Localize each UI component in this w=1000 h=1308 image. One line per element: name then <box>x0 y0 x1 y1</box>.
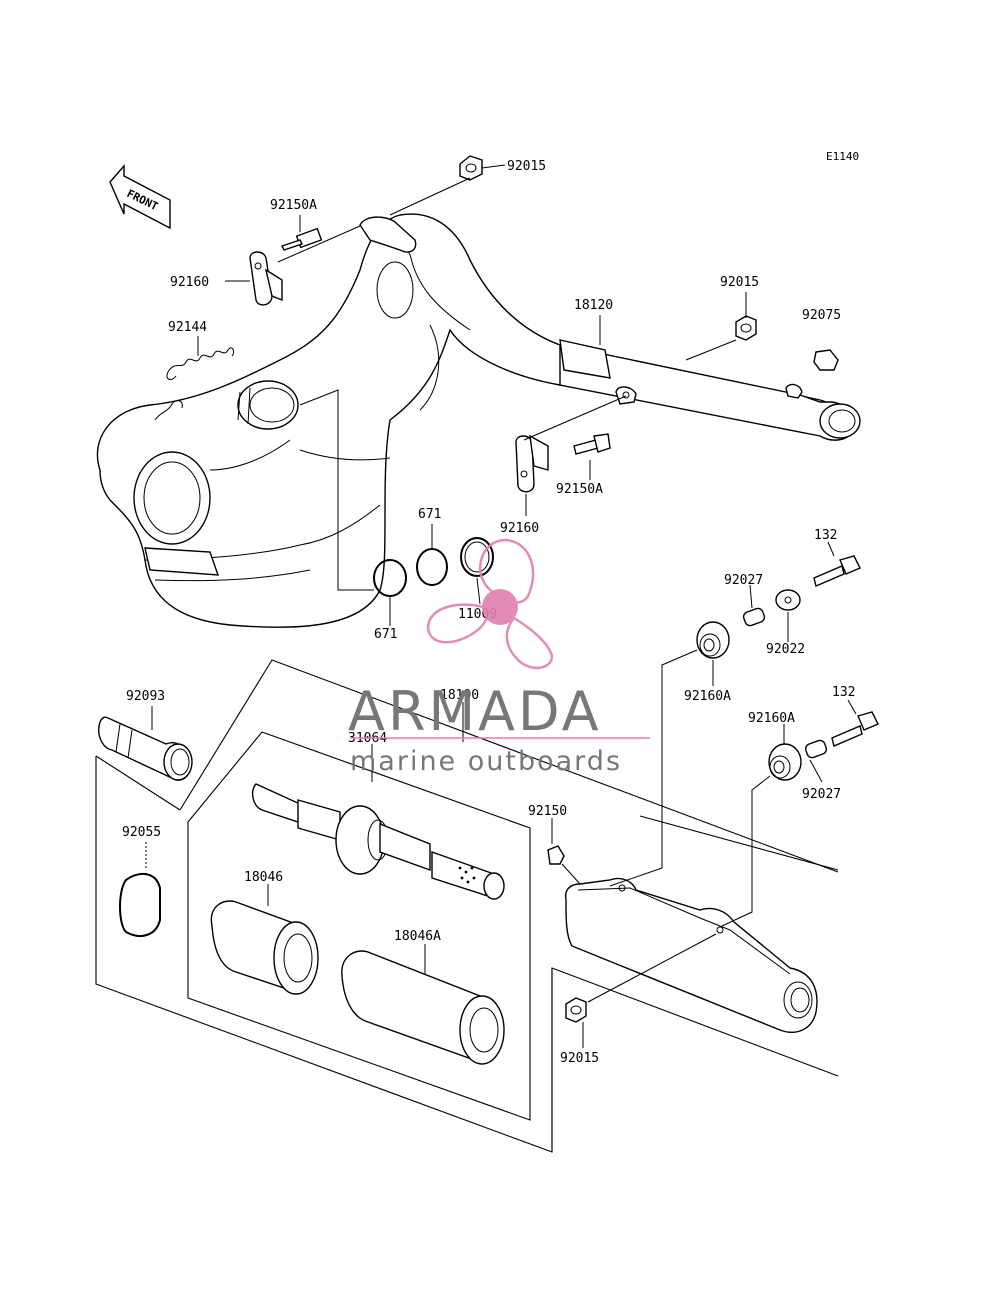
propeller-logo <box>426 538 554 669</box>
callout-92075: 92075 <box>802 308 841 323</box>
callout-18100: 18100 <box>440 688 479 703</box>
bolt-92150 <box>547 845 565 865</box>
spacer-92027-top <box>742 607 766 627</box>
front-direction-arrow: FRONT <box>109 164 171 230</box>
callout-92015-bot: 92015 <box>560 1051 599 1066</box>
callout-92093: 92093 <box>126 689 165 704</box>
callout-92015-mid: 92015 <box>720 275 759 290</box>
bolt-92150a-mid <box>573 433 611 455</box>
callout-671-top: 671 <box>418 507 441 522</box>
callout-18046a: 18046A <box>394 929 441 944</box>
spacer-92027-bot <box>804 739 828 759</box>
callout-92150: 92150 <box>528 804 567 819</box>
silencer-guide-line <box>639 815 839 871</box>
nut-92015-bottom <box>565 997 587 1023</box>
callout-92015-top: 92015 <box>507 159 546 174</box>
callout-92027-bot: 92027 <box>802 787 841 802</box>
callout-92150a-mid: 92150A <box>556 482 603 497</box>
callout-132-bot: 132 <box>832 685 855 700</box>
diagram-code: E1140 <box>826 150 859 163</box>
silencer-inner-frame <box>187 731 531 1121</box>
o-rings-671-11009 <box>373 537 494 597</box>
callout-92144: 92144 <box>168 320 207 335</box>
nut-92015-top <box>459 155 483 181</box>
watermark-tagline: marine outboards <box>350 746 622 777</box>
armada-watermark: ARMADA marine outboards <box>348 538 650 777</box>
washer-92022 <box>775 589 801 611</box>
leader-lines <box>145 164 857 1048</box>
callout-92027-top: 92027 <box>724 573 763 588</box>
cap-92075 <box>813 349 839 371</box>
watermark-brand: ARMADA <box>348 680 602 743</box>
bolt-92150a-top <box>281 227 323 251</box>
silencer-body-18100 <box>564 877 818 1033</box>
propeller-blade-left <box>426 603 489 644</box>
callout-92160-top: 92160 <box>170 275 209 290</box>
callout-18120: 18120 <box>574 298 613 313</box>
bolt-132-top <box>813 555 861 587</box>
callout-92055: 92055 <box>122 825 161 840</box>
callout-92160a-top: 92160A <box>684 689 731 704</box>
bracket-92160-top <box>249 251 283 306</box>
pipe-92093 <box>98 716 193 781</box>
callout-92160-mid: 92160 <box>500 521 539 536</box>
bracket-92160-mid <box>515 434 549 493</box>
expansion-chamber-drawing <box>96 213 861 628</box>
silencer-sleeve-18046a <box>341 950 505 1065</box>
callout-92150a-top: 92150A <box>270 198 317 213</box>
silencer-sleeve-18046 <box>210 900 319 995</box>
callout-92160a-bot: 92160A <box>748 711 795 726</box>
callout-671-bot: 671 <box>374 627 397 642</box>
callout-92022: 92022 <box>766 642 805 657</box>
inner-pipe-31064 <box>251 783 505 900</box>
spring-92144 <box>166 347 235 380</box>
bolt-132-bot <box>831 711 879 747</box>
grommet-92160a-top <box>696 621 730 659</box>
propeller-blade-right <box>505 616 554 669</box>
callout-132-top: 132 <box>814 528 837 543</box>
nut-92015-mid <box>735 315 757 341</box>
callout-18046: 18046 <box>244 870 283 885</box>
silencer-group-frame-top <box>179 659 839 873</box>
propeller-hub <box>482 589 518 625</box>
grommet-92160a-bot <box>768 743 802 781</box>
gasket-92055 <box>119 872 161 937</box>
